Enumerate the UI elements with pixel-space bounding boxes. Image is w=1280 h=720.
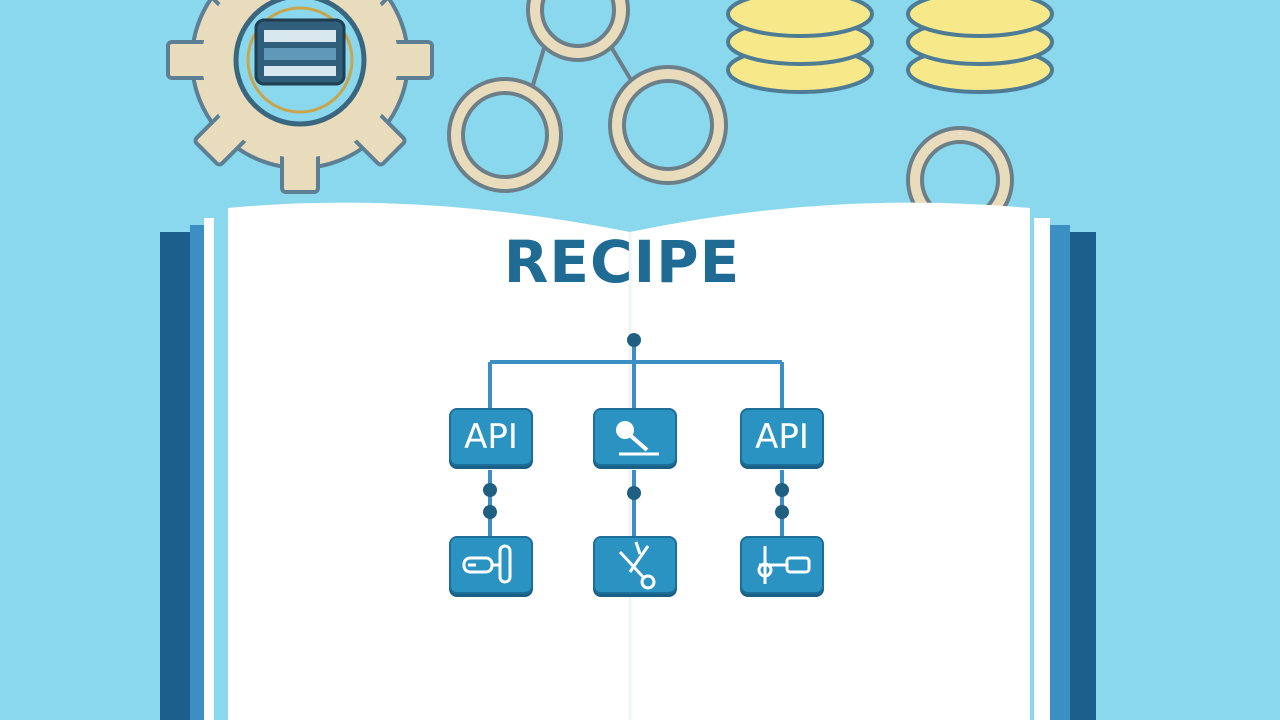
- scissors-icon: [618, 541, 656, 590]
- tool-node-right: [740, 536, 824, 594]
- tool-icon: [757, 546, 811, 584]
- search-node: [593, 408, 677, 466]
- api-node-left: API: [449, 408, 533, 466]
- large-gear-icon: [166, 0, 434, 194]
- book-title: RECIPE: [503, 228, 741, 296]
- api-label: API: [464, 417, 518, 457]
- coin-stack-icon: [726, 0, 1054, 94]
- book-cover-left: [160, 218, 214, 720]
- tool-node-center: [593, 536, 677, 594]
- test-tube-icon: [462, 544, 512, 584]
- tool-node-left: [449, 536, 533, 594]
- magnifier-icon: [616, 421, 659, 456]
- book-cover-right: [1034, 218, 1096, 720]
- api-node-right: API: [740, 408, 824, 466]
- api-label: API: [755, 417, 809, 457]
- flow-connectors: [483, 333, 789, 536]
